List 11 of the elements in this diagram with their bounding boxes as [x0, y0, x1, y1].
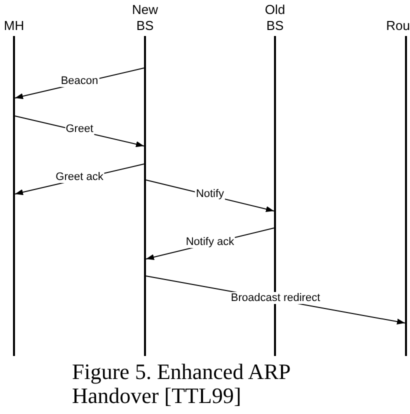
edge-label: Notify ack — [184, 236, 236, 248]
lifeline-label: Rou — [386, 18, 410, 34]
edge-label: Broadcast redirect — [230, 292, 322, 304]
edge-label: Beacon — [60, 75, 100, 87]
edge-label: Greet — [64, 123, 94, 135]
lifeline-label: Old BS — [264, 2, 286, 34]
lifeline-label: MH — [4, 18, 24, 34]
figure-caption: Figure 5. Enhanced ARP Handover [TTL99] — [72, 360, 291, 408]
edge-label: Greet ack — [54, 171, 104, 183]
lifeline-label: New BS — [130, 2, 159, 34]
edge-label: Notify — [194, 188, 226, 200]
